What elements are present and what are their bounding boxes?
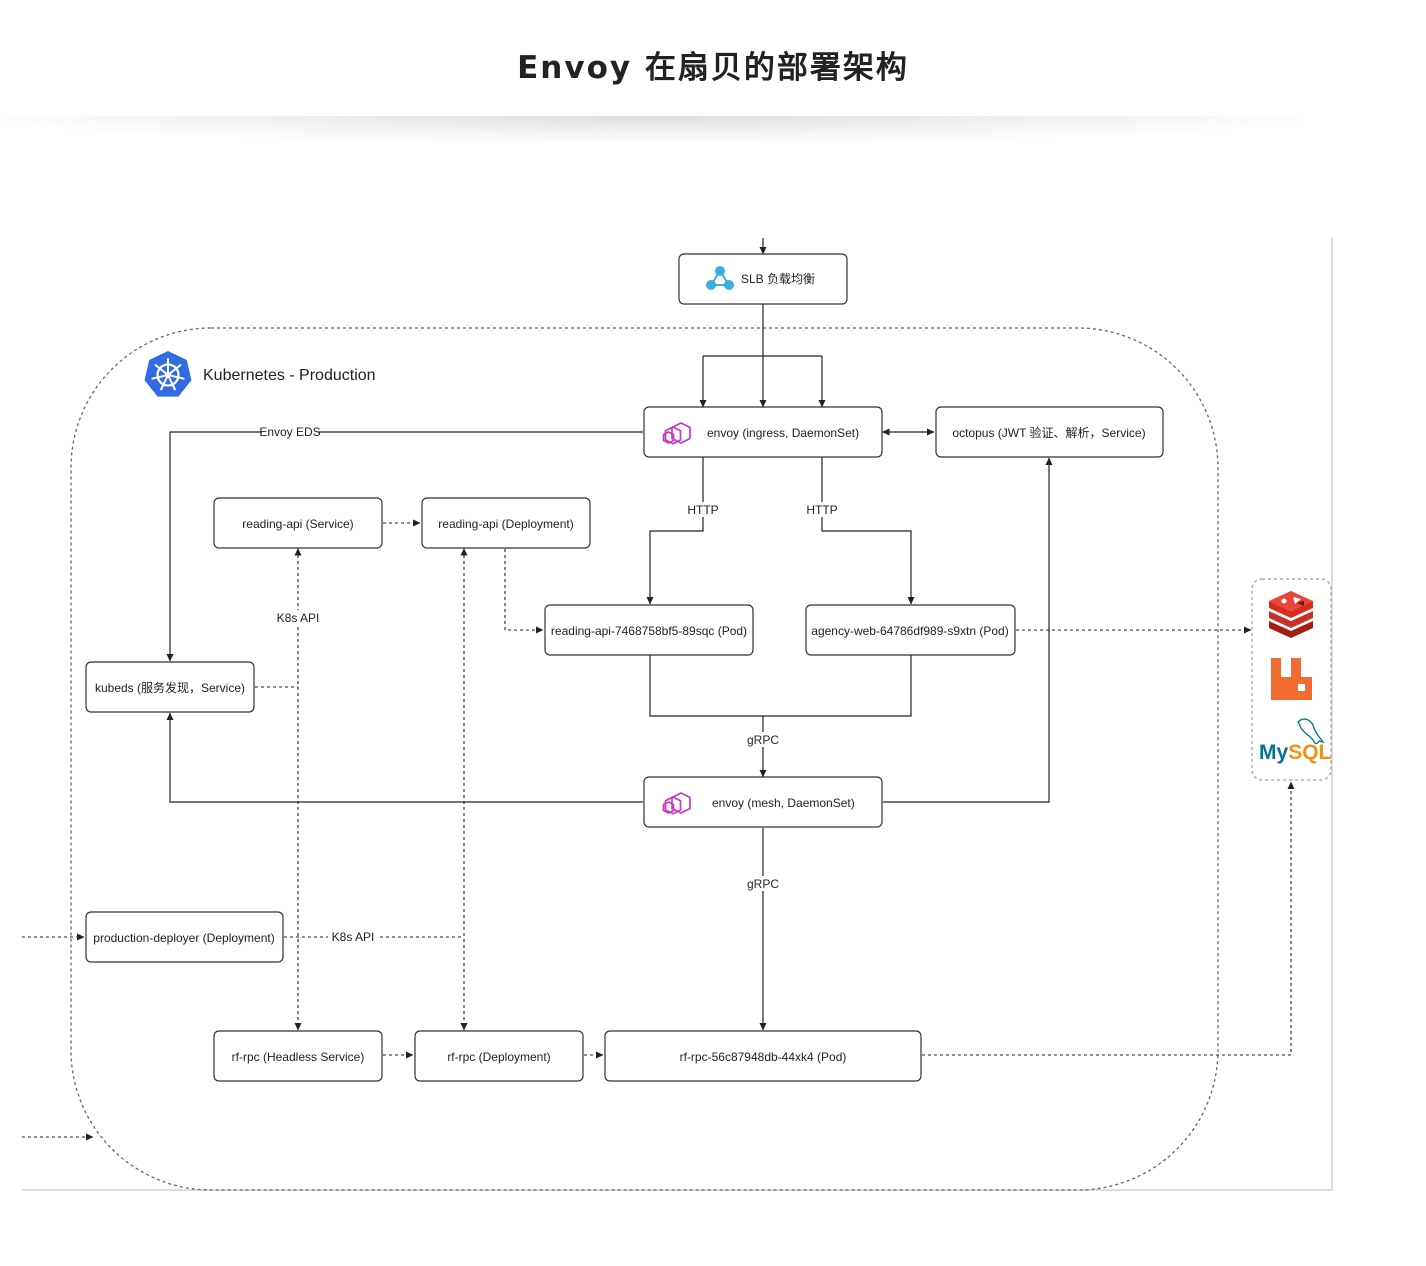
svg-text:SLB 负载均衡: SLB 负载均衡 — [741, 272, 815, 286]
mysql-icon: MySQL — [1259, 718, 1332, 764]
svg-text:octopus (JWT 验证、解析，Service): octopus (JWT 验证、解析，Service) — [952, 425, 1145, 440]
node-rf-rpc-deployment: rf-rpc (Deployment) — [414, 1030, 584, 1082]
svg-text:rf-rpc (Headless Service): rf-rpc (Headless Service) — [232, 1050, 365, 1064]
node-kubeds: kubeds (服务发现，Service) — [85, 661, 255, 713]
svg-text:gRPC: gRPC — [747, 877, 779, 891]
edge-label-http-right: HTTP — [804, 502, 840, 517]
node-rf-rpc-pod: rf-rpc-56c87948db-44xk4 (Pod) — [604, 1030, 922, 1082]
node-octopus: octopus (JWT 验证、解析，Service) — [935, 406, 1164, 458]
node-slb: SLB 负载均衡 — [678, 253, 848, 305]
node-reading-api-pod: reading-api-7468758bf5-89sqc (Pod) — [544, 604, 754, 656]
svg-text:HTTP: HTTP — [806, 503, 837, 517]
svg-text:production-deployer (Deploymen: production-deployer (Deployment) — [93, 931, 274, 945]
svg-text:MySQL: MySQL — [1259, 741, 1332, 764]
svg-text:gRPC: gRPC — [747, 733, 779, 747]
kubernetes-icon — [144, 351, 192, 397]
svg-text:kubeds (服务发现，Service): kubeds (服务发现，Service) — [95, 680, 245, 695]
node-rf-rpc-headless-service: rf-rpc (Headless Service) — [213, 1030, 383, 1082]
edge-rfrpc-storage — [922, 781, 1295, 1056]
node-envoy-mesh: envoy (mesh, DaemonSet) — [643, 776, 883, 828]
edge-label-grpc-lower: gRPC — [743, 876, 783, 891]
node-reading-api-deployment: reading-api (Deployment) — [421, 497, 591, 549]
edge-http-agency — [821, 457, 915, 605]
svg-text:rf-rpc (Deployment): rf-rpc (Deployment) — [447, 1050, 550, 1064]
kubernetes-cluster-boundary — [70, 327, 1219, 1191]
edge-label-grpc-upper: gRPC — [743, 732, 783, 747]
edge-http-reading — [646, 457, 704, 605]
edge-mesh-octopus — [883, 457, 1053, 803]
svg-text:HTTP: HTTP — [687, 503, 718, 517]
rabbitmq-icon — [1271, 658, 1312, 700]
edge-label-k8s-api-horizontal: K8s API — [328, 929, 378, 944]
svg-text:K8s API: K8s API — [277, 611, 320, 625]
svg-text:rf-rpc-56c87948db-44xk4 (Pod): rf-rpc-56c87948db-44xk4 (Pod) — [680, 1050, 847, 1064]
node-reading-api-service: reading-api (Service) — [213, 497, 383, 549]
edge-pods-join — [649, 655, 912, 717]
header-divider-shadow — [0, 116, 1300, 142]
redis-icon — [1269, 591, 1313, 638]
edge-envoy-eds — [166, 431, 643, 662]
node-production-deployer: production-deployer (Deployment) — [85, 911, 284, 963]
page-title: Envoy 在扇贝的部署架构 — [517, 50, 909, 86]
node-agency-web-pod: agency-web-64786df989-s9xtn (Pod) — [805, 604, 1016, 656]
edge-label-http-left: HTTP — [685, 502, 721, 517]
dashed-edges — [22, 519, 1295, 1141]
node-envoy-ingress: envoy (ingress, DaemonSet) — [643, 406, 883, 458]
cluster-label: Kubernetes - Production — [203, 367, 376, 384]
edge-label-k8s-api-vertical: K8s API — [272, 610, 324, 625]
svg-text:envoy (mesh, DaemonSet): envoy (mesh, DaemonSet) — [712, 796, 855, 810]
svg-text:reading-api (Deployment): reading-api (Deployment) — [438, 517, 573, 531]
svg-text:agency-web-64786df989-s9xtn (P: agency-web-64786df989-s9xtn (Pod) — [811, 624, 1008, 638]
edge-mesh-kubeds — [166, 712, 643, 803]
svg-text:K8s API: K8s API — [332, 930, 375, 944]
svg-text:reading-api (Service): reading-api (Service) — [242, 517, 353, 531]
edge-label-envoy-eds: Envoy EDS — [259, 425, 321, 439]
edge-deployment-pod — [504, 549, 544, 634]
svg-text:reading-api-7468758bf5-89sqc (: reading-api-7468758bf5-89sqc (Pod) — [551, 624, 747, 638]
slb-icon — [706, 266, 734, 290]
edges — [166, 238, 1053, 1031]
svg-text:Envoy EDS: Envoy EDS — [259, 425, 320, 439]
svg-text:envoy (ingress, DaemonSet): envoy (ingress, DaemonSet) — [707, 426, 859, 440]
storage-group-boundary — [1251, 578, 1332, 781]
